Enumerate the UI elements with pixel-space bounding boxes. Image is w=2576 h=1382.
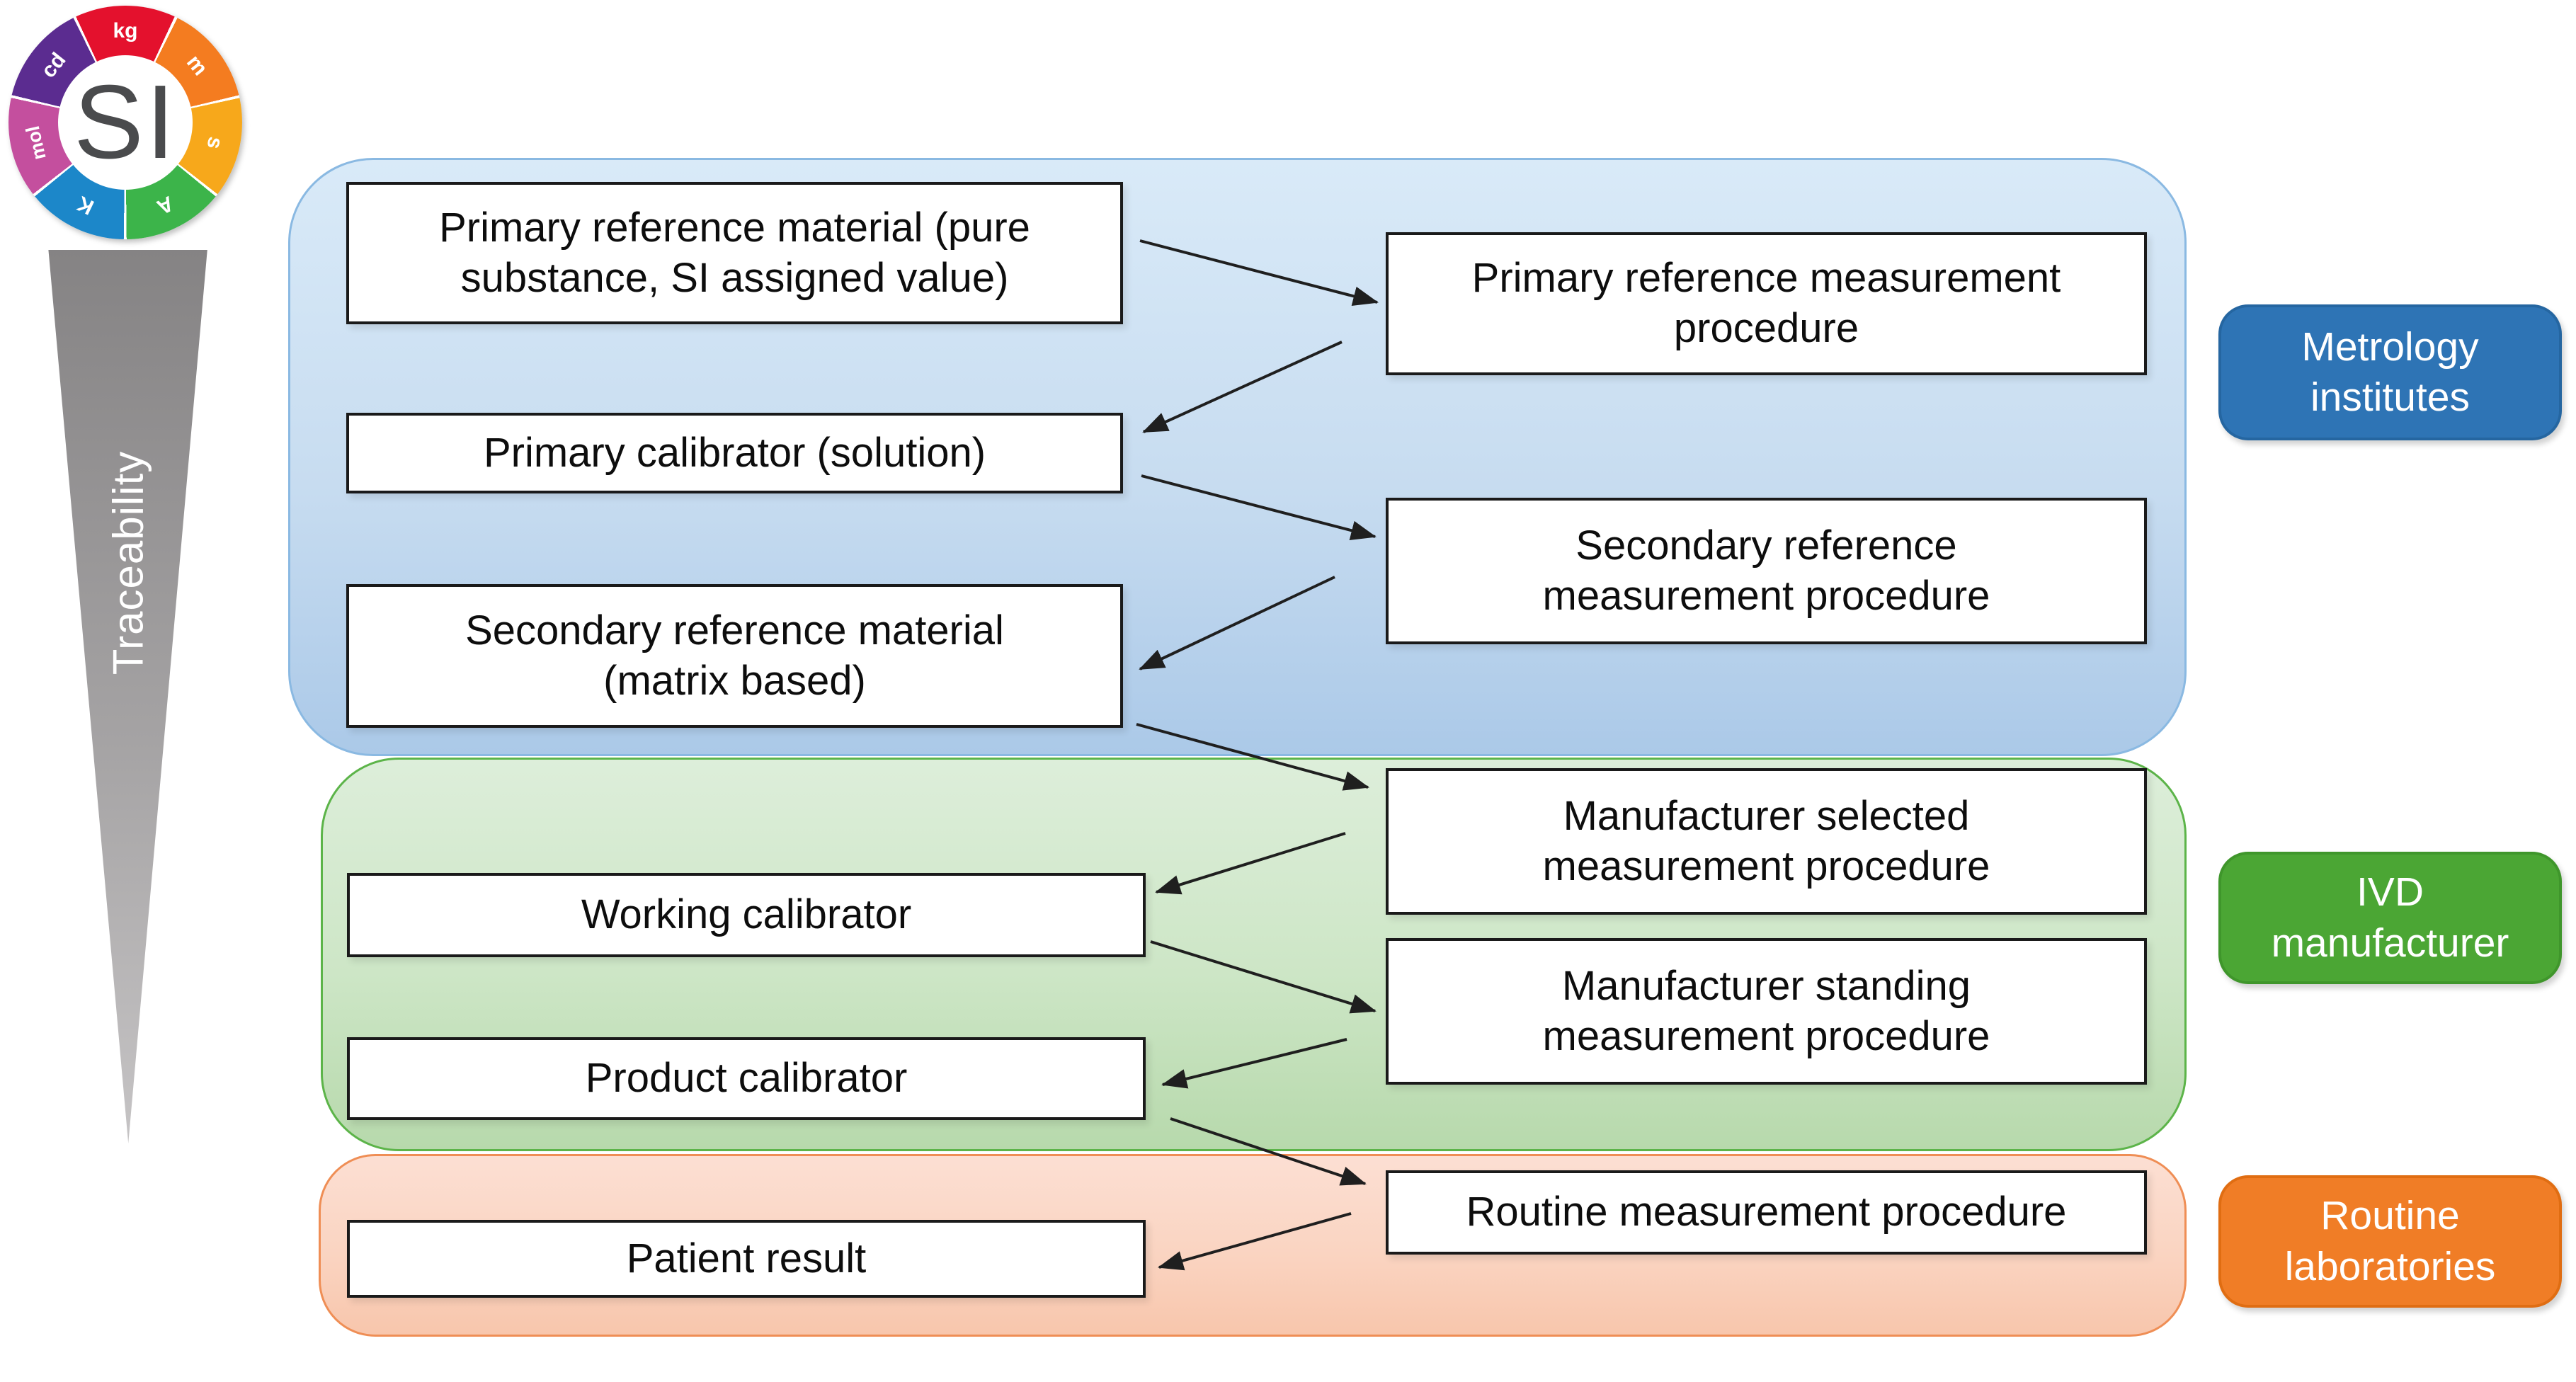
- si-logo-center: SI: [58, 55, 193, 190]
- traceability-label: Traceability: [104, 450, 152, 675]
- box-product-calibrator: Product calibrator: [347, 1037, 1146, 1120]
- box-manufacturer-selected-measurement-procedure: Manufacturer selected measurement proced…: [1386, 768, 2147, 915]
- box-routine-measurement-procedure: Routine measurement procedure: [1386, 1170, 2147, 1255]
- box-primary-reference-material: Primary reference material (pure substan…: [346, 182, 1123, 324]
- traceability-arrow-icon: [48, 250, 207, 1143]
- box-secondary-reference-measurement-procedure: Secondary reference measurement procedur…: [1386, 498, 2147, 644]
- box-patient-result: Patient result: [347, 1220, 1146, 1298]
- si-logo: kg m s A K mol cd SI: [8, 6, 242, 239]
- box-primary-reference-measurement-procedure: Primary reference measurement procedure: [1386, 232, 2147, 375]
- box-secondary-reference-material: Secondary reference material (matrix bas…: [346, 584, 1123, 728]
- box-primary-calibrator: Primary calibrator (solution): [346, 413, 1123, 493]
- badge-ivd-manufacturer: IVD manufacturer: [2218, 852, 2562, 984]
- box-working-calibrator: Working calibrator: [347, 873, 1146, 957]
- badge-metrology-institutes: Metrology institutes: [2218, 304, 2562, 440]
- si-unit-kg: kg: [113, 19, 138, 42]
- badge-routine-laboratories: Routine laboratories: [2218, 1175, 2562, 1308]
- box-manufacturer-standing-measurement-procedure: Manufacturer standing measurement proced…: [1386, 938, 2147, 1085]
